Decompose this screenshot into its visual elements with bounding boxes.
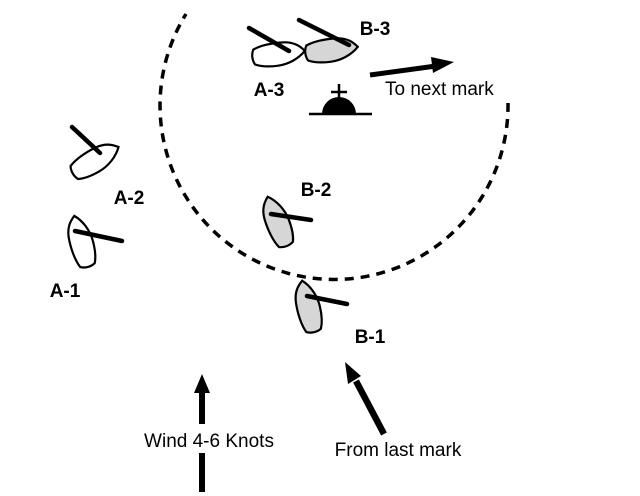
- wind-arrow: Wind 4-6 Knots: [144, 374, 274, 492]
- to-next-mark-arrowhead-icon: [431, 57, 454, 73]
- wind-label: Wind 4-6 Knots: [144, 431, 274, 452]
- boat-a-1: A-1: [50, 214, 125, 302]
- boat-hull-icon: [69, 143, 120, 181]
- boat-boom-icon: [246, 25, 292, 54]
- boat-hull-icon: [251, 41, 307, 68]
- boat-b-1: B-1: [294, 279, 386, 348]
- boat-boom-icon: [72, 228, 125, 244]
- boat-label-a-1: A-1: [50, 281, 81, 302]
- rounding-mark-icon: [309, 84, 372, 116]
- boat-b-3: B-3: [296, 17, 391, 64]
- to-next-mark-label: To next mark: [385, 79, 494, 100]
- boat-b-2: B-2: [262, 180, 332, 249]
- boat-label-a-2: A-2: [114, 188, 145, 209]
- boat-hull-icon: [67, 214, 97, 269]
- zone-circle: [158, 13, 510, 282]
- mark-dome: [322, 97, 356, 114]
- boat-label-a-3: A-3: [254, 80, 285, 101]
- from-last-mark-arrow-shaft: [353, 379, 387, 436]
- boat-boom-icon: [69, 124, 103, 156]
- boat-boom-icon: [296, 17, 352, 48]
- boat-a-2: A-2: [69, 124, 145, 209]
- boat-a-3: A-3: [246, 25, 307, 101]
- boat-hull-icon: [294, 279, 323, 334]
- wind-arrowhead-icon: [194, 374, 210, 393]
- to-next-mark-arrow: To next mark: [369, 57, 494, 100]
- boat-boom-icon: [268, 211, 314, 223]
- from-last-mark-label: From last mark: [335, 440, 462, 461]
- boat-label-b-2: B-2: [301, 180, 332, 201]
- boat-boom-icon: [304, 293, 350, 307]
- boat-hull-icon: [304, 37, 360, 64]
- from-last-mark-arrowhead-icon: [345, 362, 361, 384]
- boat-label-b-1: B-1: [355, 327, 386, 348]
- boat-hull-icon: [262, 195, 295, 249]
- to-next-mark-arrow-shaft: [369, 63, 437, 78]
- boat-label-b-3: B-3: [360, 19, 391, 40]
- from-last-mark-arrow: From last mark: [335, 362, 462, 461]
